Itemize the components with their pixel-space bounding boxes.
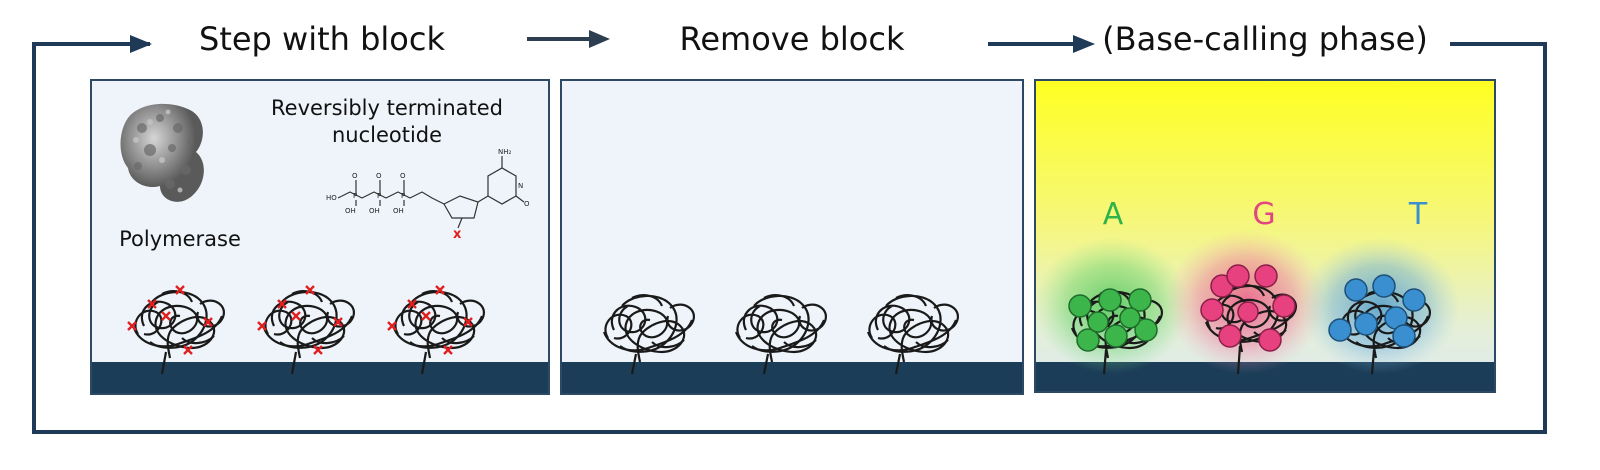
base-label-t: T xyxy=(1408,197,1428,232)
svg-text:NH₂: NH₂ xyxy=(498,148,512,156)
svg-text:P: P xyxy=(401,192,405,200)
nucleotide-label-line2: nucleotide xyxy=(332,123,442,147)
step-label-step-with-block: Step with block xyxy=(199,20,445,58)
dna-cluster-icon xyxy=(132,290,486,375)
svg-text:HO: HO xyxy=(326,194,337,202)
svg-text:O: O xyxy=(376,172,382,180)
dna-cluster-icon xyxy=(1070,284,1432,375)
svg-text:O: O xyxy=(352,172,358,180)
svg-text:O: O xyxy=(524,200,530,208)
svg-text:OH: OH xyxy=(345,207,356,215)
cycle-loop-frame xyxy=(32,42,1547,434)
block-marks xyxy=(127,284,474,356)
panel-base-calling: A G T xyxy=(1034,79,1496,393)
base-label-a: A xyxy=(1103,197,1124,232)
flow-arrow-icon xyxy=(130,35,152,53)
fluorophore-beads-a xyxy=(1068,288,1158,352)
panel-remove-block xyxy=(560,79,1024,395)
step-label-remove-block: Remove block xyxy=(680,20,905,58)
svg-text:P: P xyxy=(377,192,381,200)
svg-text:OH: OH xyxy=(369,207,380,215)
svg-text:P: P xyxy=(353,192,357,200)
polymerase-label: Polymerase xyxy=(119,227,241,251)
fluorophore-beads-t xyxy=(1328,274,1426,348)
flow-arrow-icon xyxy=(988,35,1095,53)
flow-arrow-icon xyxy=(527,30,610,48)
svg-text:OH: OH xyxy=(393,207,404,215)
polymerase-protein-icon xyxy=(120,103,204,202)
block-mark: x xyxy=(453,227,462,242)
fluorophore-beads-g xyxy=(1200,264,1296,352)
step-label-base-calling: (Base-calling phase) xyxy=(1102,20,1428,58)
svg-text:O: O xyxy=(400,172,406,180)
nucleotide-structure-icon: HO O O O OH OH OH P P P NH₂ N O x xyxy=(326,148,530,242)
base-label-g: G xyxy=(1252,197,1275,232)
nucleotide-label-line1: Reversibly terminated xyxy=(271,96,503,120)
svg-text:N: N xyxy=(518,182,523,190)
panel-step-with-block: Polymerase Reversibly terminated nucleot… xyxy=(90,79,550,395)
substrate-surface xyxy=(562,362,1022,393)
dna-cluster-icon xyxy=(602,294,960,375)
substrate-surface xyxy=(92,362,548,393)
